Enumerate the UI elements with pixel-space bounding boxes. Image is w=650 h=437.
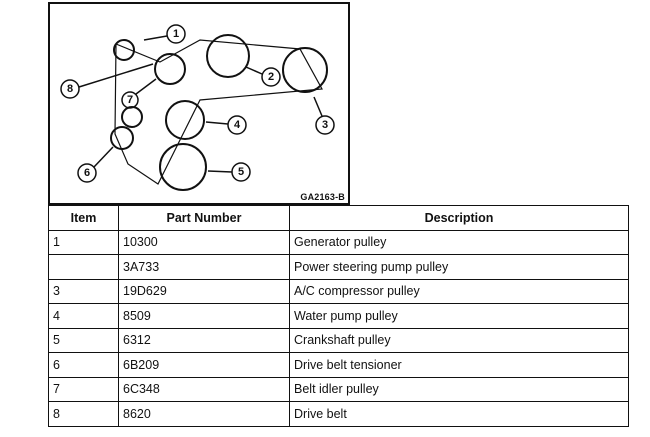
callout-label: 2 [268, 71, 274, 83]
water-pump-pulley [165, 100, 205, 140]
belt-routing-diagram: 1 2 3 4 5 6 7 8 GA2163-B [48, 2, 350, 205]
cell-description: Generator pulley [289, 229, 629, 255]
crankshaft-pulley [159, 143, 207, 191]
header-part-number: Part Number [118, 205, 290, 231]
callout-3 [313, 96, 335, 135]
callout-5 [207, 162, 251, 182]
cell-item: 5 [48, 327, 119, 353]
cell-part-number: 6312 [118, 327, 290, 353]
power-steering-pulley [206, 34, 250, 78]
callout-6 [77, 146, 114, 183]
callout-label: 3 [322, 119, 328, 131]
callout-2 [245, 66, 281, 87]
header-description: Description [289, 205, 629, 231]
callout-4 [205, 115, 247, 135]
cell-part-number: 8620 [118, 401, 290, 427]
table-row: 8 8620 Drive belt [48, 401, 629, 427]
tensioner-pulley [110, 126, 134, 150]
table-row: 5 6312 Crankshaft pulley [48, 327, 629, 353]
cell-part-number: 6B209 [118, 352, 290, 378]
cell-item: 4 [48, 303, 119, 329]
callout-label: 7 [127, 94, 133, 106]
cell-description: Drive belt tensioner [289, 352, 629, 378]
cell-part-number: 8509 [118, 303, 290, 329]
cell-part-number: 3A733 [118, 254, 290, 280]
cell-description: Drive belt [289, 401, 629, 427]
belt-diagram-drawing: 1 2 3 4 5 6 7 8 [60, 24, 335, 191]
table-row: 4 8509 Water pump pulley [48, 303, 629, 329]
callout-label: 6 [84, 167, 90, 179]
table-row: 3A733 Power steering pump pulley [48, 254, 629, 280]
cell-description: A/C compressor pulley [289, 278, 629, 304]
generator-pulley [113, 39, 135, 61]
cell-item: 6 [48, 352, 119, 378]
cell-description: Crankshaft pulley [289, 327, 629, 353]
cell-part-number: 19D629 [118, 278, 290, 304]
idler-pulley-lower [121, 106, 143, 128]
table-row: 1 10300 Generator pulley [48, 229, 629, 255]
cell-item: 1 [48, 229, 119, 255]
table-header-row: Item Part Number Description [48, 205, 629, 231]
table-row: 6 6B209 Drive belt tensioner [48, 352, 629, 378]
callout-8 [60, 63, 154, 99]
header-item: Item [48, 205, 119, 231]
cell-description: Water pump pulley [289, 303, 629, 329]
cell-part-number: 10300 [118, 229, 290, 255]
cell-item: 7 [48, 376, 119, 402]
idler-pulley-upper [154, 53, 186, 85]
callout-label: 8 [67, 83, 73, 95]
cell-item [48, 254, 119, 280]
parts-table: Item Part Number Description 1 10300 Gen… [48, 205, 629, 427]
ac-compressor-pulley [282, 47, 328, 93]
cell-item: 3 [48, 278, 119, 304]
diagram-code: GA2163-B [300, 192, 345, 202]
callout-7 [121, 78, 157, 109]
table-row: 7 6C348 Belt idler pulley [48, 376, 629, 402]
callout-label: 1 [173, 28, 179, 40]
cell-part-number: 6C348 [118, 376, 290, 402]
drive-belt-line [114, 39, 323, 185]
callout-1 [143, 24, 186, 44]
table-row: 3 19D629 A/C compressor pulley [48, 278, 629, 304]
cell-description: Belt idler pulley [289, 376, 629, 402]
cell-item: 8 [48, 401, 119, 427]
callout-label: 4 [234, 119, 241, 131]
callout-label: 5 [238, 166, 244, 178]
cell-description: Power steering pump pulley [289, 254, 629, 280]
